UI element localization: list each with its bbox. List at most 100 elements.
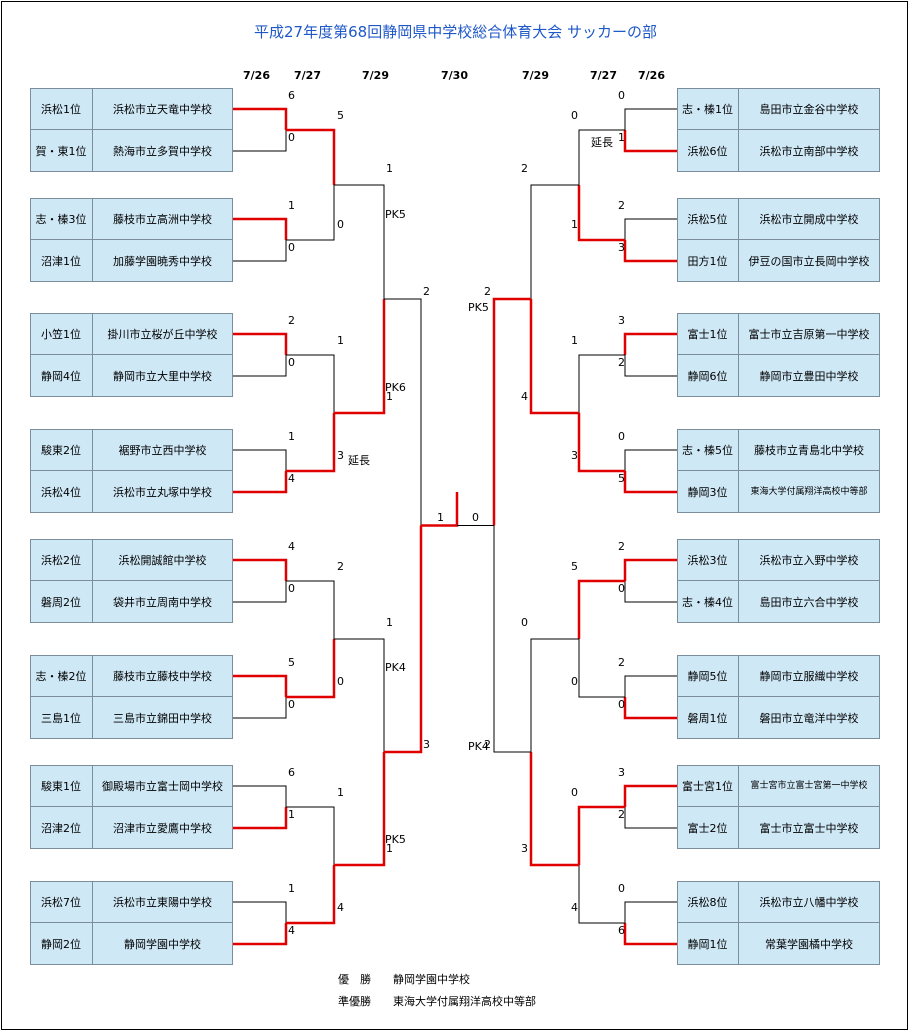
team-school: 浜松開誠館中学校 bbox=[118, 554, 207, 567]
team-rank: 富士2位 bbox=[687, 822, 728, 835]
team-rank: 静岡2位 bbox=[41, 938, 81, 951]
winner-line bbox=[233, 558, 288, 581]
team-school: 浜松市立天竜中学校 bbox=[113, 103, 212, 116]
divider bbox=[92, 88, 93, 172]
winner-line bbox=[623, 240, 677, 263]
team-school: 東海大学付属翔洋高校中等部 bbox=[750, 487, 868, 497]
team-rank: 富士宮1位 bbox=[682, 780, 733, 793]
bracket-line bbox=[233, 581, 287, 603]
team-school: 掛川市立桜が丘中学校 bbox=[107, 328, 218, 341]
score: 2 bbox=[423, 285, 430, 298]
score: 5 bbox=[571, 560, 578, 573]
divider bbox=[30, 354, 233, 355]
winner-line bbox=[623, 923, 677, 946]
bracket-line bbox=[233, 901, 287, 923]
divider bbox=[30, 806, 233, 807]
score: 1 bbox=[437, 510, 444, 524]
team-rank: 志・榛3位 bbox=[35, 213, 87, 226]
team-rank: 富士1位 bbox=[687, 328, 728, 341]
divider bbox=[92, 655, 93, 739]
team-rank: 沼津1位 bbox=[41, 255, 81, 268]
score: 2 bbox=[618, 656, 625, 669]
match-box bbox=[677, 198, 880, 282]
score: 1 bbox=[571, 218, 578, 231]
note-pk: PK6 bbox=[385, 381, 406, 394]
champion-name: 静岡学園中学校 bbox=[393, 973, 470, 986]
team-school: 藤枝市立高洲中学校 bbox=[113, 213, 212, 226]
team-rank: 浜松6位 bbox=[687, 145, 728, 158]
match-box bbox=[677, 88, 880, 172]
divider bbox=[30, 696, 233, 697]
team-school: 藤枝市立青島北中学校 bbox=[754, 444, 864, 457]
team-school: 富士宮市立富士宮第一中学校 bbox=[750, 781, 868, 791]
divider bbox=[92, 539, 93, 623]
score: 1 bbox=[288, 882, 295, 895]
score: 5 bbox=[337, 109, 344, 122]
bracket-line bbox=[286, 580, 335, 639]
team-school: 常葉学園橘中学校 bbox=[765, 938, 853, 951]
match-box bbox=[677, 881, 880, 965]
bracket-line bbox=[578, 865, 625, 924]
team-school: 三島市立錦田中学校 bbox=[113, 712, 212, 725]
score: 0 bbox=[472, 510, 479, 524]
winner-line bbox=[623, 558, 677, 581]
score: 0 bbox=[618, 89, 625, 102]
team-rank: 磐周1位 bbox=[687, 712, 728, 725]
team-rank: 駿東1位 bbox=[41, 780, 81, 793]
bracket-line bbox=[233, 449, 287, 471]
divider bbox=[677, 239, 880, 240]
team-school: 袋井市立周南中学校 bbox=[113, 596, 212, 609]
bracket-line bbox=[624, 675, 677, 697]
score: 0 bbox=[571, 675, 578, 688]
bracket-line bbox=[578, 354, 625, 413]
team-school: 浜松市立開成中学校 bbox=[759, 213, 859, 226]
team-rank: 浜松5位 bbox=[687, 213, 728, 226]
team-school: 伊豆の国市立長岡中学校 bbox=[748, 255, 870, 268]
note-pk: PK5 bbox=[385, 833, 406, 846]
winner-line bbox=[233, 674, 288, 697]
team-school: 静岡市立豊田中学校 bbox=[759, 370, 859, 383]
score: 2 bbox=[484, 285, 491, 298]
champion-label: 優 勝 bbox=[338, 973, 371, 986]
match-box bbox=[30, 198, 233, 282]
score: 2 bbox=[618, 356, 625, 369]
team-school: 藤枝市立藤枝中学校 bbox=[113, 670, 212, 683]
score: 4 bbox=[337, 901, 344, 914]
bracket-line bbox=[334, 638, 385, 752]
score: 0 bbox=[288, 241, 295, 254]
note-extra-time: 延長 bbox=[591, 136, 613, 149]
team-rank: 静岡1位 bbox=[687, 938, 728, 951]
score: 0 bbox=[337, 675, 344, 688]
team-school: 静岡学園中学校 bbox=[124, 938, 201, 951]
team-rank: 浜松4位 bbox=[41, 486, 81, 499]
divider bbox=[738, 429, 739, 513]
winner-line bbox=[384, 525, 423, 754]
winner-line bbox=[233, 923, 288, 946]
divider bbox=[738, 655, 739, 739]
score: 2 bbox=[288, 314, 295, 327]
score: 1 bbox=[288, 199, 295, 212]
score: 3 bbox=[337, 449, 344, 462]
divider bbox=[30, 580, 233, 581]
divider bbox=[92, 198, 93, 282]
bracket-line bbox=[233, 697, 287, 719]
score: 6 bbox=[288, 766, 295, 779]
match-box bbox=[30, 429, 233, 513]
score: 2 bbox=[521, 162, 528, 175]
bracket-line bbox=[530, 638, 579, 752]
bracket-line bbox=[233, 355, 287, 377]
divider bbox=[738, 313, 739, 397]
team-school: 裾野市立西中学校 bbox=[118, 444, 207, 457]
score: 2 bbox=[484, 738, 491, 751]
date-label: 7/26 bbox=[243, 69, 270, 82]
winner-line bbox=[577, 805, 625, 865]
bracket-line bbox=[624, 581, 677, 603]
team-rank: 静岡6位 bbox=[687, 370, 728, 383]
score: 4 bbox=[288, 540, 295, 553]
divider bbox=[677, 922, 880, 923]
score: 0 bbox=[288, 582, 295, 595]
winner-line bbox=[623, 332, 677, 355]
team-rank: 駿東2位 bbox=[41, 444, 81, 457]
bracket-line bbox=[578, 639, 625, 698]
